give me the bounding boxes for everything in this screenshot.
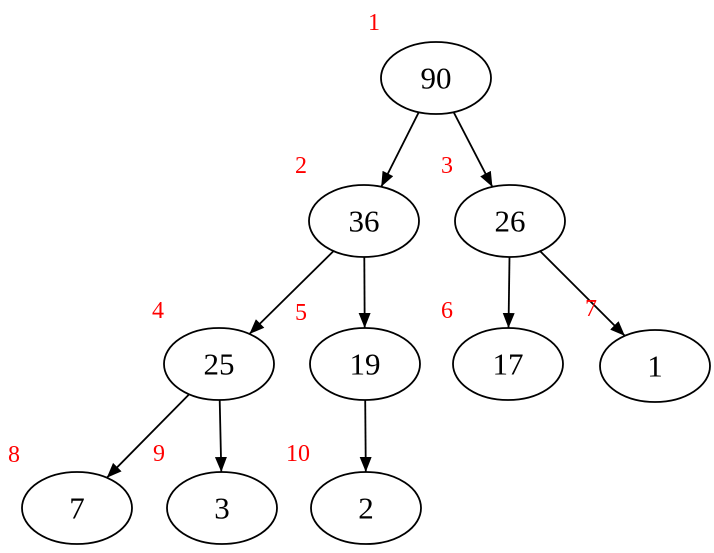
tree-node-90 [380, 41, 492, 115]
edge-26-to-17 [502, 256, 515, 329]
tree-node-2 [310, 471, 422, 545]
node-value-2: 2 [358, 491, 374, 526]
edge-19-to-2 [359, 399, 372, 473]
node-index-label-4: 4 [152, 298, 164, 324]
node-index-label-3: 3 [441, 153, 453, 179]
node-index-label-7: 7 [585, 296, 597, 322]
edge-36-to-25 [248, 250, 335, 335]
node-value-19: 19 [350, 347, 381, 382]
node-value-26: 26 [495, 204, 526, 239]
node-value-17: 17 [493, 347, 524, 382]
node-index-label-1: 1 [368, 10, 380, 36]
edge-26-to-1 [539, 250, 626, 337]
tree-node-7 [21, 471, 133, 545]
node-value-3: 3 [214, 491, 230, 526]
tree-node-3 [166, 471, 278, 545]
edge-90-to-36 [380, 111, 420, 188]
node-value-90: 90 [421, 61, 452, 96]
tree-node-25 [163, 327, 275, 401]
edges-layer [106, 111, 626, 479]
edge-25-to-7 [106, 393, 190, 479]
tree-node-26 [454, 184, 566, 258]
node-value-1: 1 [647, 349, 663, 384]
tree-node-36 [308, 184, 420, 258]
tree-node-19 [309, 327, 421, 401]
labels-layer: 1 2 3 4 5 6 7 8 9 10 [8, 10, 597, 468]
node-index-label-9: 9 [153, 441, 165, 467]
node-index-label-8: 8 [8, 442, 20, 468]
node-index-label-5: 5 [295, 300, 307, 326]
edge-90-to-26 [452, 111, 494, 188]
node-index-label-6: 6 [441, 298, 453, 324]
node-value-36: 36 [349, 204, 380, 239]
node-value-25: 25 [204, 347, 235, 382]
node-index-label-10: 10 [286, 441, 310, 467]
tree-node-17 [452, 327, 564, 401]
edge-25-to-3 [214, 399, 227, 473]
tree-node-1 [599, 329, 711, 403]
node-value-7: 7 [69, 491, 85, 526]
node-index-label-2: 2 [295, 153, 307, 179]
